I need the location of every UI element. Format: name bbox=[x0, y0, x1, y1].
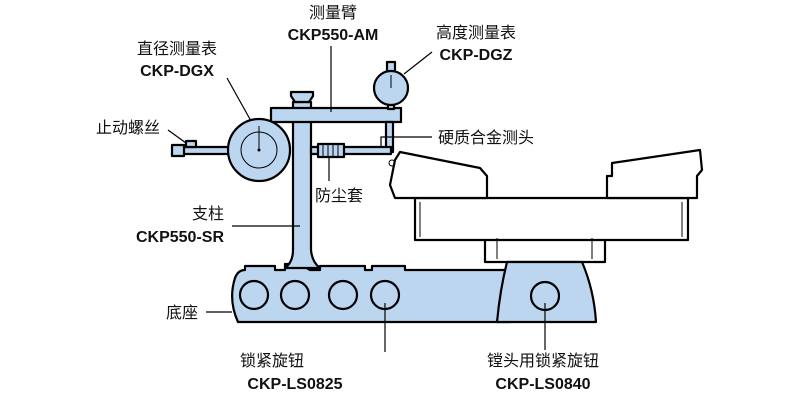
base bbox=[231, 260, 598, 324]
boring-lock-knob-label: 镗头用锁紧旋钮 bbox=[487, 351, 599, 370]
diameter-gauge-label: 直径测量表 bbox=[137, 39, 217, 58]
leader-lines bbox=[167, 46, 546, 352]
column bbox=[283, 100, 322, 270]
height-gauge-code: CKP-DGZ bbox=[440, 47, 513, 64]
column-cap bbox=[289, 90, 315, 104]
arm-code: CKP550-AM bbox=[288, 27, 379, 44]
column-code: CKP550-SR bbox=[136, 229, 224, 246]
diameter-gauge-code: CKP-DGX bbox=[140, 63, 214, 80]
carbide-probe-label: 硬质合金测头 bbox=[438, 128, 534, 147]
boring-lock-knob-code: CKP-LS0840 bbox=[495, 376, 590, 393]
stop-screw-label: 止动螺丝 bbox=[96, 118, 160, 137]
height-gauge-label: 高度测量表 bbox=[436, 23, 516, 42]
knob-icon[interactable] bbox=[238, 279, 270, 311]
dust-cover-label: 防尘套 bbox=[315, 186, 363, 205]
column-label: 支柱 bbox=[192, 204, 224, 223]
arm-label: 测量臂 bbox=[309, 3, 357, 22]
knob-icon[interactable] bbox=[279, 279, 311, 311]
diameter-gauge bbox=[226, 117, 292, 183]
knob-icon[interactable] bbox=[327, 279, 359, 311]
height-gauge bbox=[372, 60, 410, 111]
dust-cover bbox=[316, 142, 346, 159]
lock-knobs bbox=[238, 279, 561, 312]
workpiece bbox=[388, 148, 704, 264]
base-label: 底座 bbox=[166, 303, 198, 322]
lock-knob-code: CKP-LS0825 bbox=[247, 376, 342, 393]
lock-knob-label: 锁紧旋钮 bbox=[240, 351, 304, 370]
measuring-arm bbox=[269, 106, 403, 124]
